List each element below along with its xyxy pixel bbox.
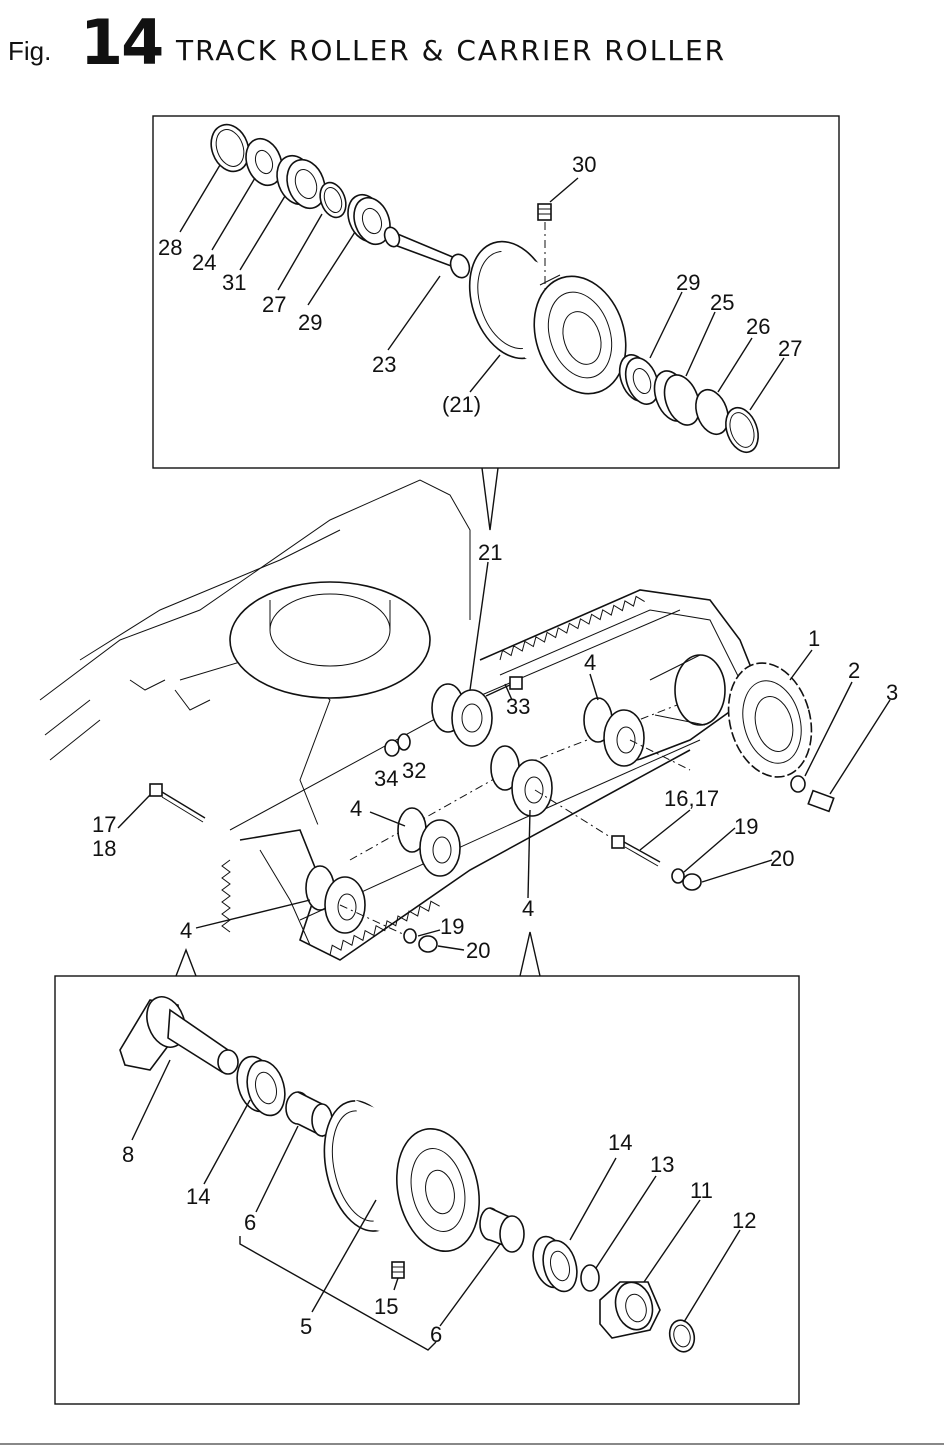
label-14-right: 14 <box>608 1130 632 1155</box>
snap-ring-12 <box>666 1317 697 1354</box>
label-26: 26 <box>746 314 770 339</box>
label-21: 21 <box>478 540 502 565</box>
label-14-left: 14 <box>186 1184 210 1209</box>
track-callout-pointer-right <box>520 932 540 976</box>
label-20-right: 20 <box>770 846 794 871</box>
label-19-right: 19 <box>734 814 758 839</box>
carrier-callout-pointer <box>482 468 498 530</box>
seal-14-left <box>231 1052 290 1119</box>
label-15: 15 <box>374 1294 398 1319</box>
nut-20-right <box>683 874 701 890</box>
label-27-right: 27 <box>778 336 802 361</box>
label-4-mid: 4 <box>350 796 362 821</box>
nut-34 <box>385 740 399 756</box>
shaft-23 <box>382 225 473 280</box>
washer-32 <box>398 734 410 750</box>
washer-2 <box>791 776 805 792</box>
label-17: 17 <box>92 812 116 837</box>
carrier-roller-body-21 <box>455 231 640 406</box>
group-bracket <box>240 1236 436 1350</box>
label-32: 32 <box>402 758 426 783</box>
carrier-roller-21 <box>432 684 492 746</box>
label-27-left: 27 <box>262 292 286 317</box>
seal-14-right <box>528 1233 582 1296</box>
label-29-left: 29 <box>298 310 322 335</box>
label-33: 33 <box>506 694 530 719</box>
label-11: 11 <box>690 1178 713 1203</box>
label-13: 13 <box>650 1152 674 1177</box>
label-4-top: 4 <box>584 650 596 675</box>
label-19-left: 19 <box>440 914 464 939</box>
carrier-roller-panel: 30 28 24 31 27 29 23 (21) 29 25 26 27 <box>153 116 839 468</box>
label-31: 31 <box>222 270 246 295</box>
label-8: 8 <box>122 1142 134 1167</box>
label-34: 34 <box>374 766 398 791</box>
label-2: 2 <box>848 658 860 683</box>
washer-19-left <box>404 929 416 943</box>
track-roller-panel: 8 14 6 5 15 6 14 13 11 12 <box>55 976 799 1404</box>
roller-body-5 <box>313 1094 490 1259</box>
label-25: 25 <box>710 290 734 315</box>
label-28: 28 <box>158 235 182 260</box>
label-21-paren: (21) <box>442 392 481 417</box>
label-5: 5 <box>300 1314 312 1339</box>
label-29-right: 29 <box>676 270 700 295</box>
bolt-17-18 <box>150 784 205 822</box>
bushing-6-right <box>480 1208 524 1252</box>
label-6-left: 6 <box>244 1210 256 1235</box>
label-4-bottom: 4 <box>522 896 534 921</box>
label-20-left: 20 <box>466 938 490 963</box>
label-18: 18 <box>92 836 116 861</box>
label-30: 30 <box>572 152 596 177</box>
plug-15 <box>392 1262 404 1278</box>
shaft-bracket-8 <box>120 991 238 1074</box>
end-cap-11 <box>600 1278 660 1338</box>
bushing-6-left <box>286 1092 332 1136</box>
label-1: 1 <box>808 626 820 651</box>
label-4-left: 4 <box>180 918 192 943</box>
o-ring-13 <box>581 1265 599 1291</box>
label-3: 3 <box>886 680 898 705</box>
track-callout-pointer-left <box>176 950 196 976</box>
washer-19-right <box>672 869 684 883</box>
label-24: 24 <box>192 250 216 275</box>
nut-20-left <box>419 936 437 952</box>
label-12: 12 <box>732 1208 756 1233</box>
label-6-right: 6 <box>430 1322 442 1347</box>
label-16-17: 16,17 <box>664 786 719 811</box>
assembly-view: 21 1 2 3 33 4 34 32 16,17 19 20 17 18 4 … <box>40 480 898 963</box>
label-23: 23 <box>372 352 396 377</box>
